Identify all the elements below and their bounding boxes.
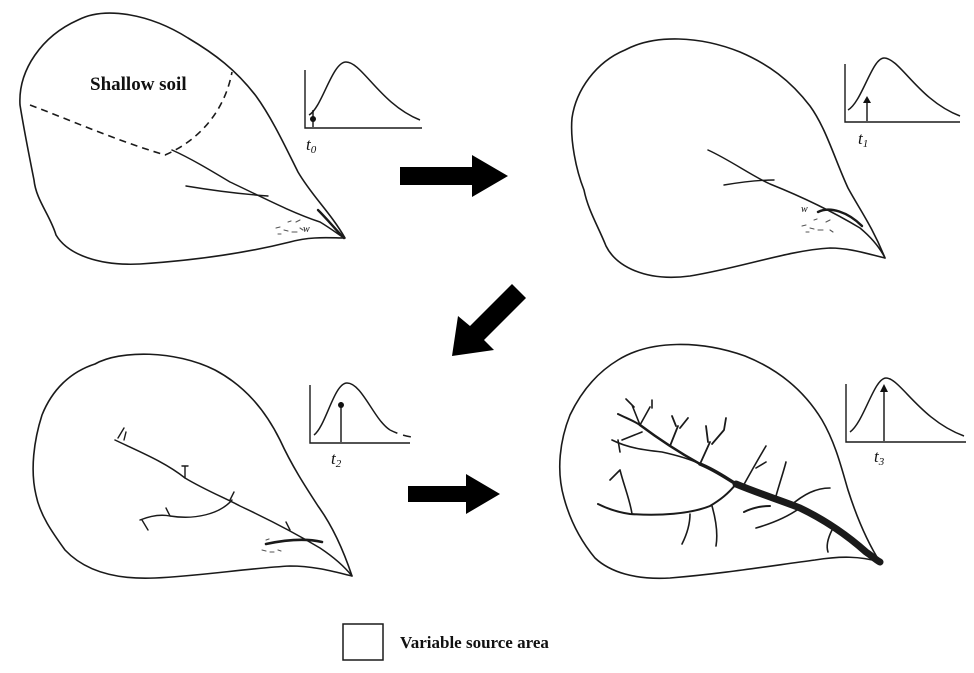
hydrograph-t1: t1 xyxy=(845,58,960,150)
stream-network-t2 xyxy=(115,428,352,576)
stream-channel xyxy=(140,500,232,520)
stream-channel xyxy=(598,484,736,515)
time-label-t0: t0 xyxy=(306,135,317,156)
time-label-t3: t3 xyxy=(874,447,885,468)
watershed-outline-t2 xyxy=(33,354,352,578)
wet-area-marks-t0: w xyxy=(276,220,310,235)
arrow-right-top xyxy=(400,155,508,197)
wet-area-marks-t1: w xyxy=(801,204,833,232)
stream-channel xyxy=(186,186,268,196)
watershed-panel-t0: Shallow soil w xyxy=(20,13,345,264)
svg-text:w: w xyxy=(303,224,310,235)
main-channel xyxy=(736,484,880,562)
hydrograph-axes xyxy=(310,385,410,443)
watershed-outline-t3 xyxy=(560,344,880,578)
watershed-outline-t0 xyxy=(20,13,345,264)
hydrograph-axes xyxy=(845,64,960,122)
legend-label: Variable source area xyxy=(400,633,549,652)
stream-channel xyxy=(115,440,352,576)
legend: Variable source area xyxy=(343,624,549,660)
hydrograph-curve xyxy=(314,383,390,435)
stream-channel xyxy=(700,464,736,484)
hydrograph-axes xyxy=(305,70,422,128)
shallow-soil-label: Shallow soil xyxy=(90,74,187,95)
hydrograph-t3: t3 xyxy=(846,378,966,468)
hydrograph-curve xyxy=(848,58,960,116)
hydrograph-t2: t2 xyxy=(310,383,412,470)
stream-channel xyxy=(818,210,862,226)
arrow-right-bottom xyxy=(408,474,500,514)
arrow-down-left xyxy=(452,284,526,356)
legend-swatch xyxy=(343,624,383,660)
watershed-outline-t1 xyxy=(572,39,885,277)
stream-channel xyxy=(172,150,344,238)
watershed-panel-t1: w xyxy=(572,39,885,277)
watershed-panel-t4 xyxy=(560,344,880,578)
hydrograph-curve xyxy=(850,378,964,436)
time-label-t2: t2 xyxy=(331,449,342,470)
time-label-t1: t1 xyxy=(858,129,868,150)
stream-channel xyxy=(708,150,885,258)
hydrograph-t0: t0 xyxy=(305,62,422,156)
watershed-panel-t2 xyxy=(33,354,352,578)
svg-text:w: w xyxy=(801,204,808,215)
stream-network-t0 xyxy=(172,150,344,238)
stream-network-t1 xyxy=(708,150,885,258)
hydrograph-curve xyxy=(309,62,420,120)
stream-network-t3 xyxy=(598,399,880,562)
